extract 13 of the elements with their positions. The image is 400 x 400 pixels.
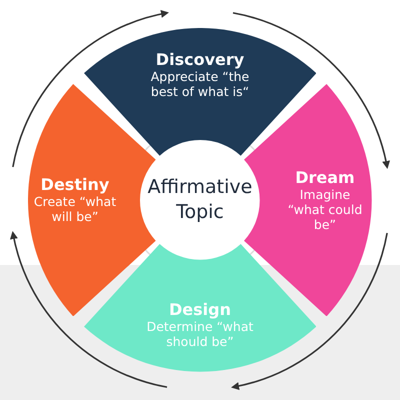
phase-title: Design bbox=[168, 300, 232, 320]
phase-description: Imagine “what could be” bbox=[286, 186, 364, 232]
phase-title: Discovery bbox=[154, 50, 246, 70]
center-title: Affirmative Topic bbox=[146, 175, 254, 225]
curved-arrow bbox=[12, 10, 169, 168]
phase-description: Determine “what should be” bbox=[146, 319, 254, 350]
phase-title: Destiny bbox=[40, 175, 110, 194]
phase-description: Create “what will be” bbox=[32, 194, 118, 224]
phase-description: Appreciate “the best of what is“ bbox=[150, 69, 250, 100]
curved-arrow bbox=[231, 232, 388, 390]
curved-arrow bbox=[10, 231, 168, 388]
phase-title: Dream bbox=[294, 168, 356, 187]
curved-arrow bbox=[232, 12, 390, 169]
